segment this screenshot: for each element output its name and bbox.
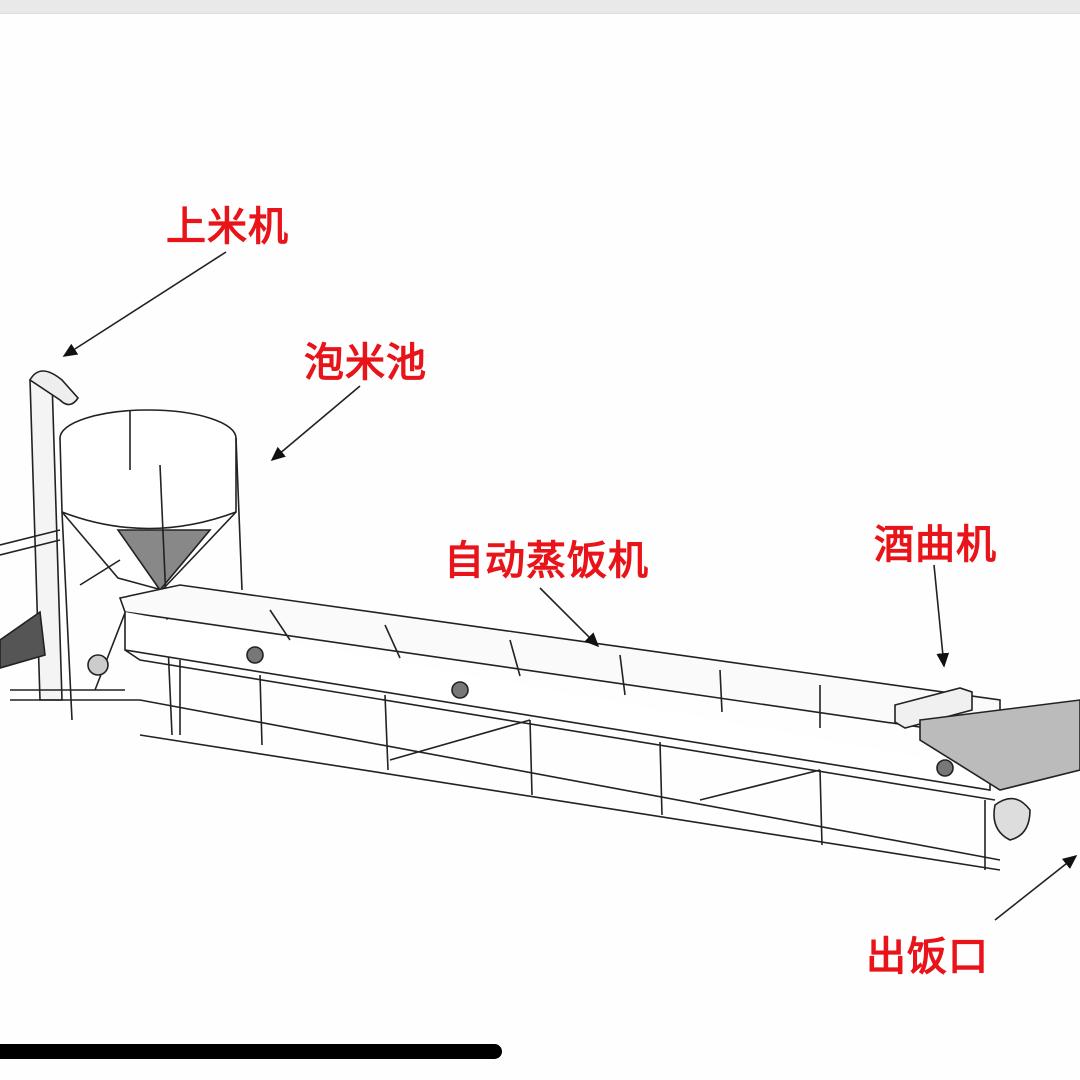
arrow-rice-elevator xyxy=(62,251,227,357)
conveyor-steamer xyxy=(10,584,1080,871)
rice-elevator xyxy=(0,370,80,701)
progress-bar[interactable] xyxy=(0,1044,1080,1059)
label-soaking-tank: 泡米池 xyxy=(304,339,427,386)
label-yeast-machine: 酒曲机 xyxy=(874,521,997,568)
progress-fill xyxy=(0,1044,503,1059)
soaking-tank xyxy=(59,409,243,736)
label-rice-outlet: 出饭口 xyxy=(866,933,989,980)
arrow-rice-outlet xyxy=(994,855,1078,921)
label-auto-rice-steamer: 自动蒸饭机 xyxy=(444,537,649,584)
top-status-bar xyxy=(0,0,1080,14)
arrow-yeast-machine xyxy=(933,564,950,668)
arrow-steamer xyxy=(539,587,600,648)
label-rice-elevator: 上米机 xyxy=(166,203,289,250)
arrow-soaking-tank xyxy=(270,385,361,462)
